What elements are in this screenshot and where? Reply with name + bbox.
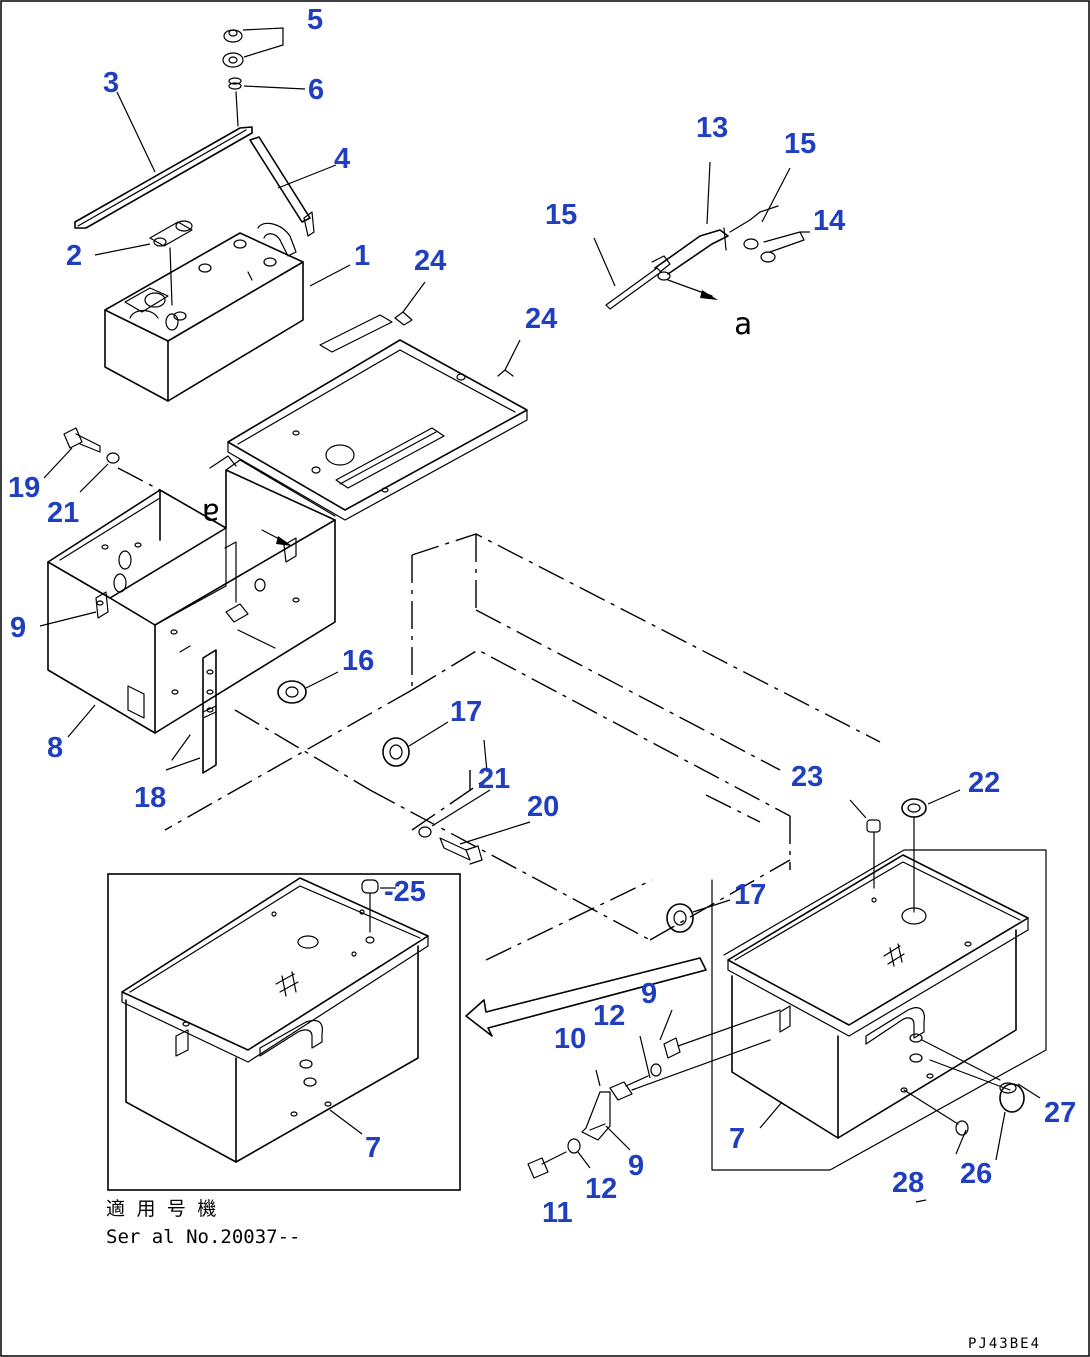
callout-25: -25 (384, 876, 426, 908)
callout-14: 14 (813, 205, 845, 237)
view-reference-a-case: a (202, 496, 220, 531)
callout-22: 22 (968, 767, 1000, 799)
callout-19: 19 (8, 472, 40, 504)
battery-case-lid (227, 314, 528, 521)
callout-10: 10 (554, 1023, 586, 1055)
battery-strap (165, 649, 217, 774)
tool-box-right (711, 849, 1047, 1171)
plug-parts-26-28 (915, 1082, 1041, 1203)
terminal-clamp (94, 220, 193, 306)
callout-21-lower: 21 (478, 763, 510, 795)
drawing-code: PJ43BE4 (968, 1336, 1041, 1352)
callout-7-inset: 7 (365, 1132, 381, 1164)
callout-2: 2 (66, 240, 82, 272)
callout-16: 16 (342, 645, 374, 677)
callout-9-lower: 9 (628, 1150, 644, 1182)
callout-12-upper: 12 (593, 1000, 625, 1032)
callout-11: 11 (542, 1197, 573, 1229)
nut-part (222, 27, 306, 127)
callout-4: 4 (334, 143, 350, 175)
callout-3: 3 (103, 67, 119, 99)
callout-7-right: 7 (729, 1123, 745, 1155)
callout-17-lower: 17 (734, 879, 766, 911)
battery-hold-rod (249, 136, 337, 237)
cap-22 (901, 789, 961, 913)
callout-26: 26 (960, 1158, 992, 1190)
callout-8: 8 (47, 732, 63, 764)
callout-21-left: 21 (47, 497, 79, 529)
callout-15-left: 15 (545, 199, 577, 231)
cushion-16 (277, 671, 339, 704)
callout-6: 6 (308, 74, 324, 106)
battery-hold-bar (74, 91, 253, 229)
callout-9-case: 9 (10, 612, 26, 644)
inset-view (107, 873, 461, 1191)
callout-5: 5 (307, 4, 323, 36)
battery (104, 222, 351, 402)
inset-note-japanese: 適 用 号 機 (106, 1198, 216, 1220)
bracket-hardware (527, 1009, 781, 1179)
callout-18: 18 (134, 782, 166, 814)
plug-23 (849, 799, 881, 889)
callout-12-lower: 12 (585, 1173, 617, 1205)
cushion-17-upper (382, 721, 449, 767)
callout-1: 1 (354, 240, 370, 272)
battery-case (39, 455, 336, 738)
callout-27: 27 (1044, 1097, 1076, 1129)
callout-24-lower: 24 (525, 303, 557, 335)
callout-15-right: 15 (784, 128, 816, 160)
callout-17-upper: 17 (450, 696, 482, 728)
bolt-washer-lower (418, 789, 531, 865)
callout-23: 23 (791, 761, 823, 793)
callout-28: 28 (892, 1167, 924, 1199)
clip-parts (394, 281, 521, 377)
cushion-17-lower (666, 899, 731, 933)
view-reference-a-top: a (734, 307, 752, 342)
machine-frame-phantom (164, 533, 881, 961)
callout-24-upper: 24 (414, 245, 446, 277)
callout-9-upper: 9 (641, 978, 657, 1010)
inset-note-serial: Ser al No.20037-- (106, 1226, 300, 1248)
bolt-washer-left (43, 427, 161, 493)
callout-13: 13 (696, 112, 728, 144)
callout-20: 20 (527, 791, 559, 823)
transfer-arrow (465, 957, 707, 1037)
retainer-assembly (593, 161, 810, 310)
